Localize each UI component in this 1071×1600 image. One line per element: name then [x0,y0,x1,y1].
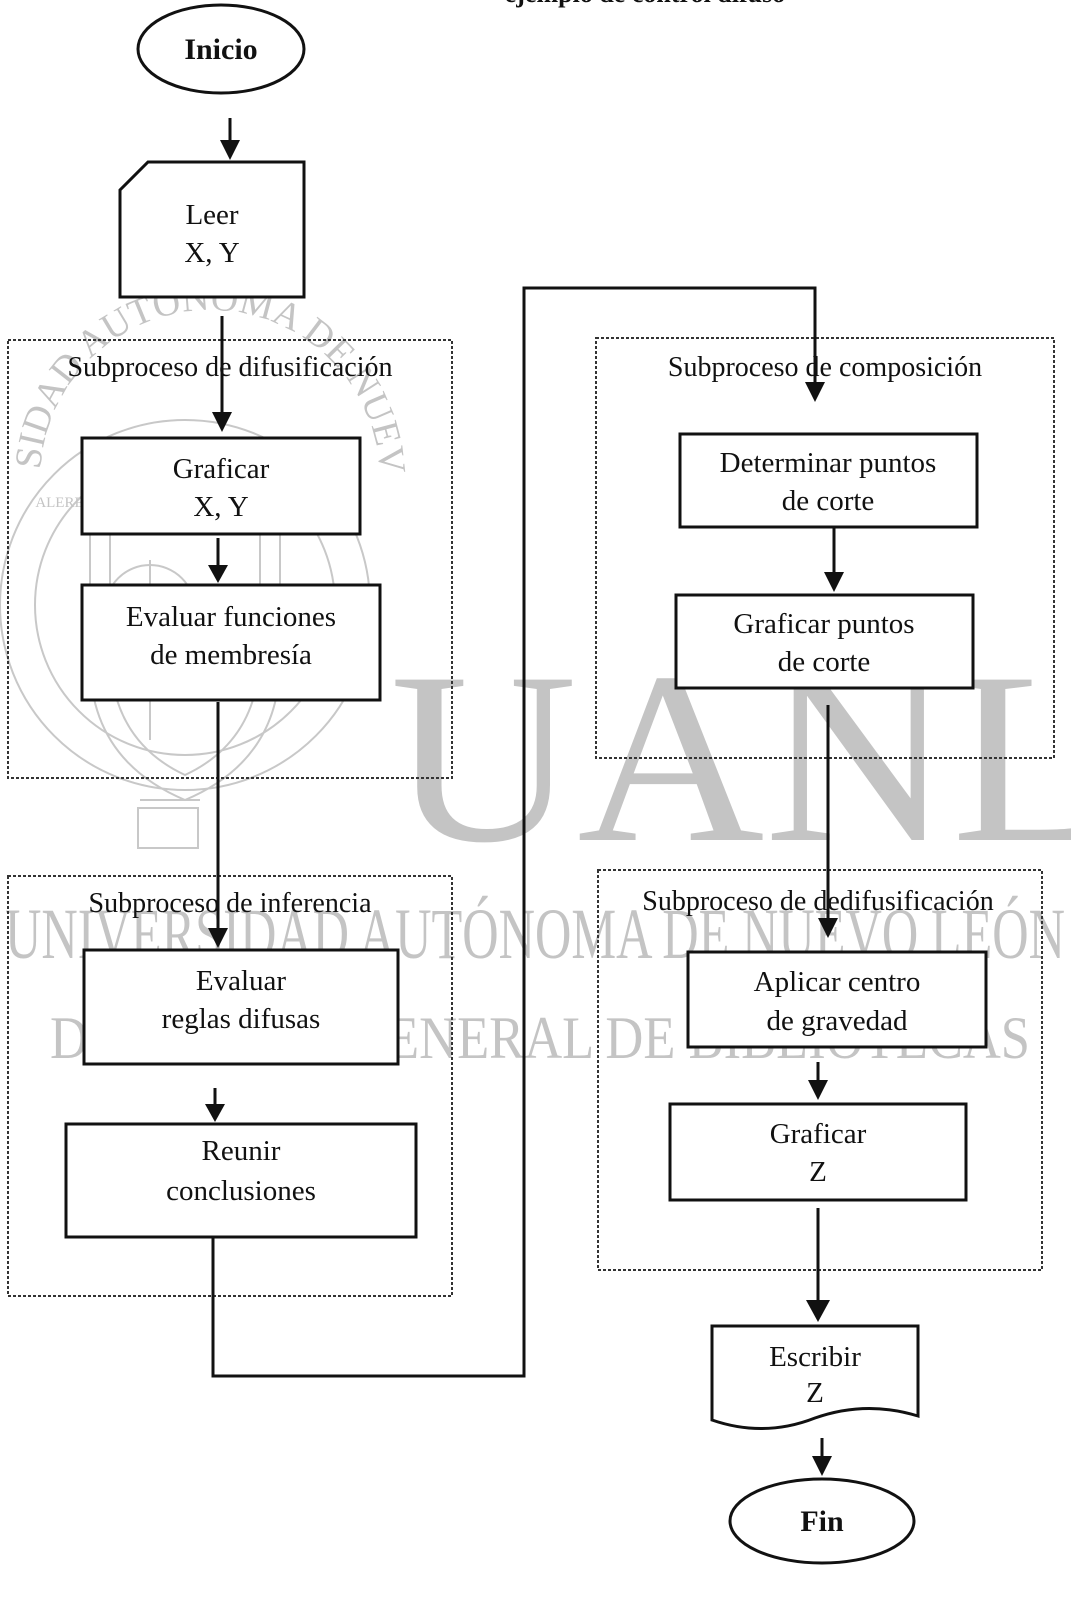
node-determine-cut-points: Determinar puntos de corte [678,432,979,529]
edge-membership-to-rules [208,702,228,948]
edge-plot-cut-to-centroid [818,705,838,938]
node-cut-points-line2: de corte [782,485,875,517]
node-gather-conclusions: Reunir conclusiones [64,1122,418,1239]
node-rules-line1: Evaluar [196,965,287,997]
node-evaluate-membership: Evaluar funciones de membresía [80,583,382,702]
node-plot-z-line1: Graficar [770,1118,867,1150]
node-write-line2: Z [806,1377,824,1409]
edge-read-to-plot-xy [212,316,232,432]
node-plot-z: Graficar Z [668,1102,968,1202]
node-write-line1: Escribir [769,1341,861,1373]
node-centroid-line1: Aplicar centro [754,966,921,998]
edge-start-to-read [220,118,240,160]
node-apply-centroid: Aplicar centro de gravedad [686,950,988,1049]
node-membership-line1: Evaluar funciones [126,601,336,633]
group-defuzzification: Subproceso de dedifusificación [597,869,1043,1271]
node-plot-xy-line1: Graficar [173,453,270,485]
node-read-line2: X, Y [184,237,239,269]
edge-plot-z-to-write [806,1208,830,1322]
node-write-output: Escribir Z [710,1324,920,1431]
group-inference-label: Subproceso de inferencia [89,888,373,919]
group-defuzzification-label: Subproceso de dedifusificación [642,886,993,917]
node-conclusions-line1: Reunir [202,1135,281,1167]
node-start-label: Inicio [184,33,257,66]
edge-centroid-to-plot-z [808,1062,828,1100]
node-membership-line2: de membresía [150,639,312,671]
group-fuzzification: Subproceso de difusificación [7,339,453,779]
node-plot-cut-line2: de corte [778,646,871,678]
edge-plot-xy-to-membership [208,538,228,583]
group-composition-label: Subproceso de composición [668,352,982,383]
node-plot-cut-line1: Graficar puntos [733,608,914,640]
node-conclusions-line2: conclusiones [166,1175,316,1207]
node-rules-line2: reglas difusas [162,1003,321,1035]
group-fuzzification-label: Subproceso de difusificación [67,352,392,383]
edge-cut-points-to-plot-cut [824,528,844,592]
node-centroid-line2: de gravedad [767,1005,908,1037]
group-inference: Subproceso de inferencia [7,875,453,1297]
node-read-input: Leer X, Y [118,160,306,299]
node-plot-cut-points: Graficar puntos de corte [674,593,975,690]
edge-conclusions-to-cut-points [211,286,825,1378]
node-end-label: Fin [800,1505,844,1538]
node-cut-points-line1: Determinar puntos [720,447,937,479]
node-plot-xy: Graficar X, Y [80,436,362,536]
edge-write-to-end [812,1438,832,1476]
node-evaluate-rules: Evaluar reglas difusas [82,948,400,1066]
node-plot-xy-line2: X, Y [193,491,248,523]
node-plot-z-line2: Z [809,1156,827,1188]
header-fragment: ejemplo de control difuso [505,0,785,8]
group-composition: Subproceso de composición [595,337,1055,759]
node-end: Fin [728,1477,916,1565]
edge-rules-to-conclusions [205,1088,225,1122]
node-read-line1: Leer [185,199,238,231]
node-start: Inicio [136,3,306,95]
